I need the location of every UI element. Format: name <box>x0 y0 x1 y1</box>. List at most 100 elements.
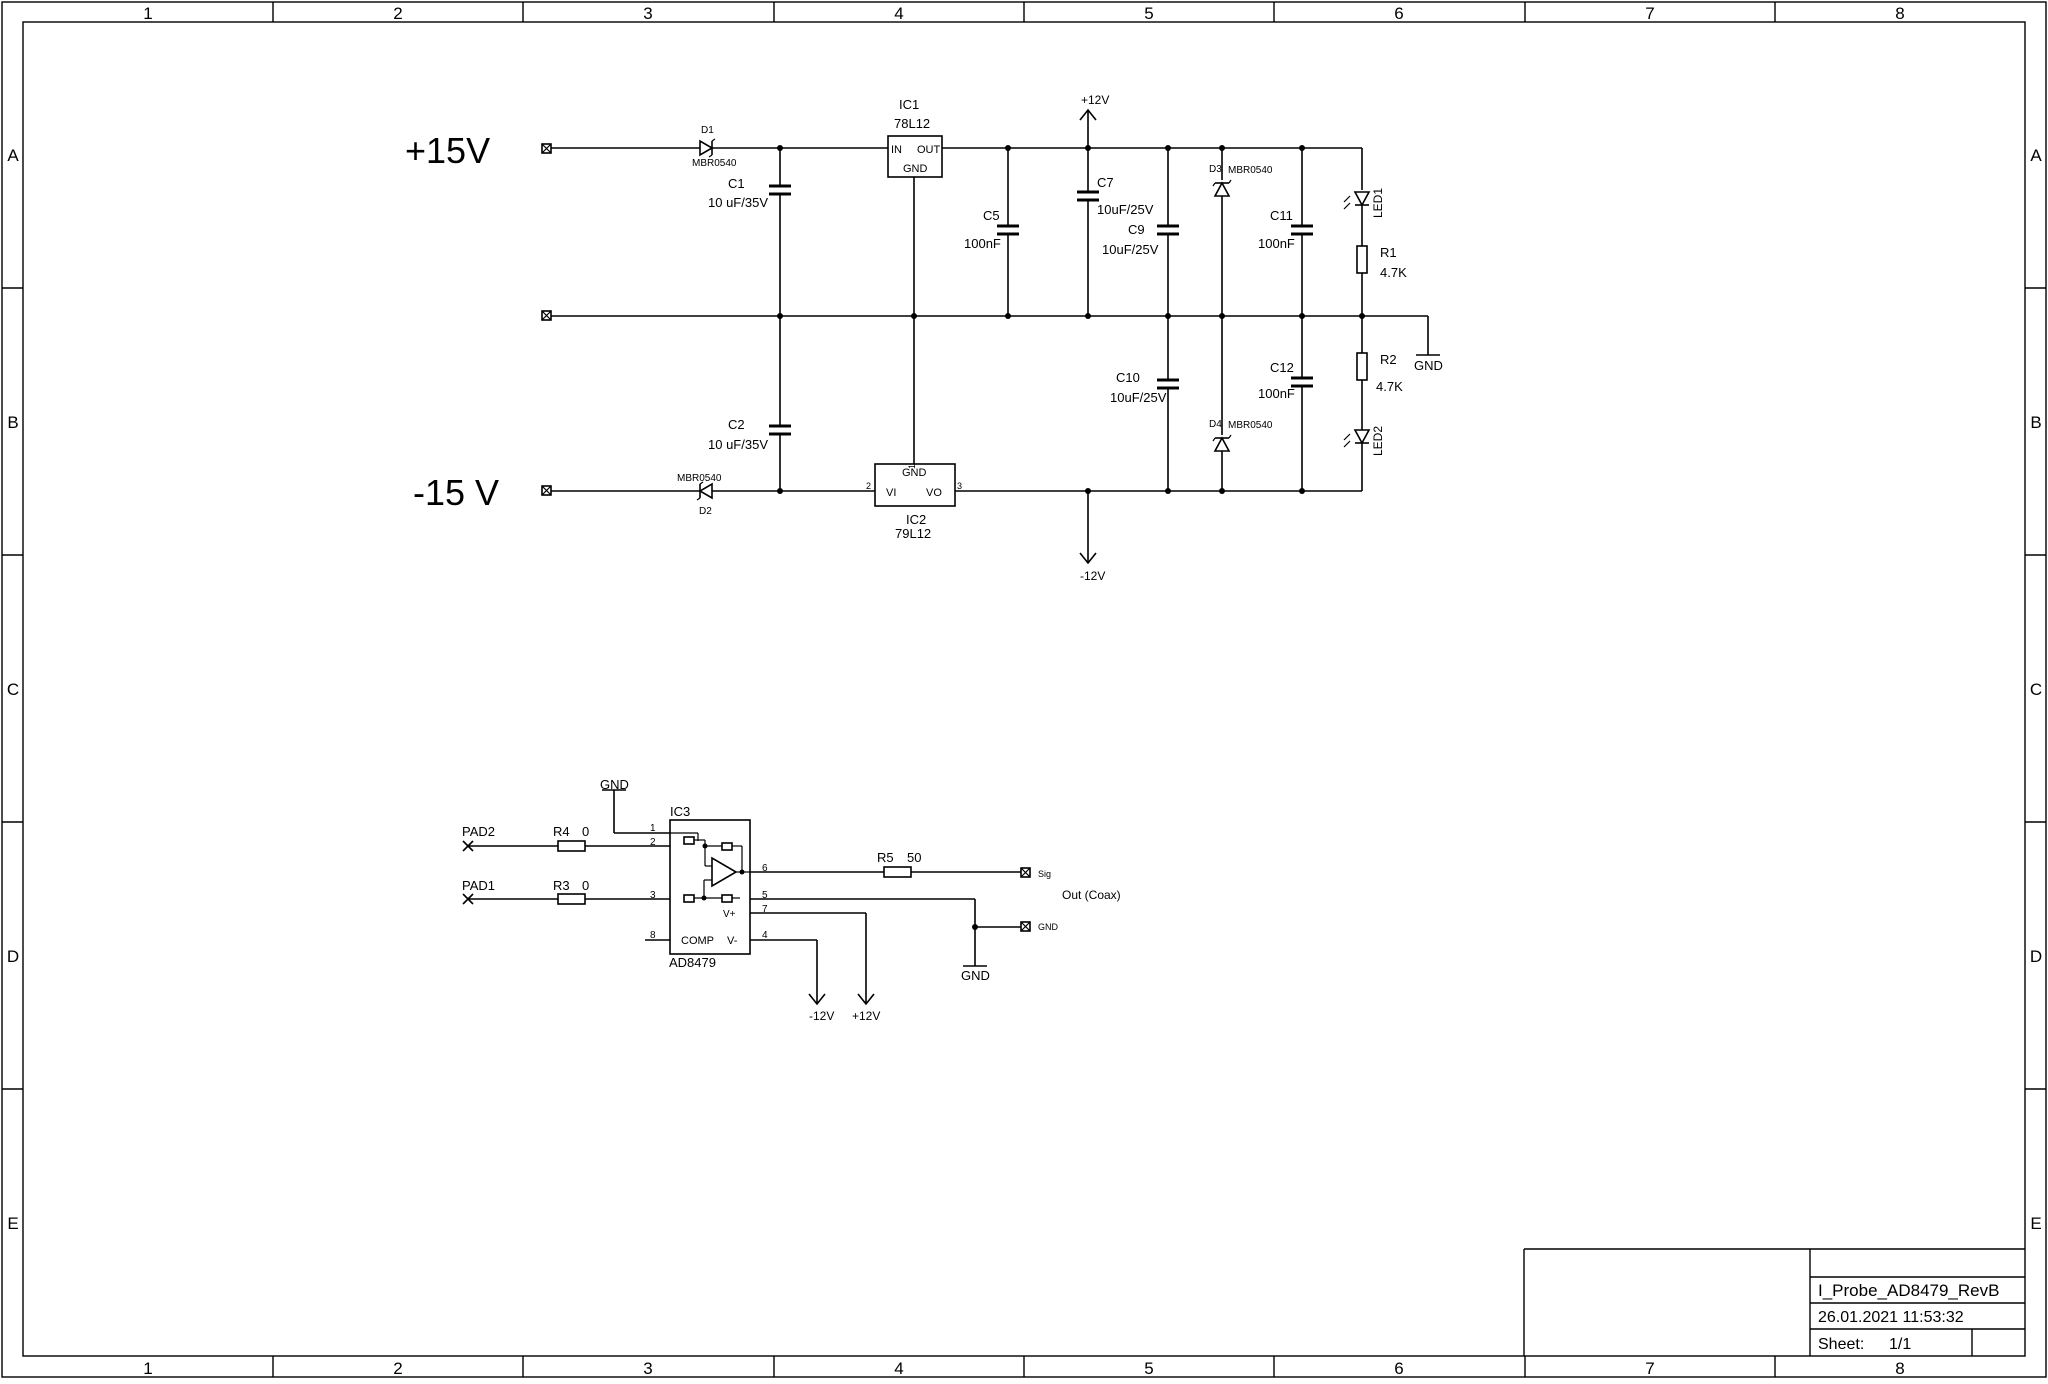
capacitor-c9: C9 10uF/25V <box>1102 222 1179 257</box>
supply-pos12-arrow: +12V <box>1079 93 1109 121</box>
ic2-pin1: 1 <box>907 464 917 469</box>
col-label: 1 <box>143 1359 152 1378</box>
ic1-pin-out: OUT <box>917 144 941 156</box>
col-label: 4 <box>894 4 903 23</box>
ic1-ref: IC1 <box>899 97 919 112</box>
ic3-pin7: 7 <box>762 904 768 915</box>
capacitor-c5: C5 100nF <box>964 208 1019 251</box>
ic3-pin-vneg: V- <box>727 935 738 947</box>
title-block-sheet-label: Sheet: <box>1818 1336 1864 1353</box>
amplifier-section: GND IC3 AD8479 COMP V- V+ <box>462 777 1121 1023</box>
terminal-gnd <box>541 310 552 321</box>
ic2-pin-vo: VO <box>926 487 942 499</box>
column-labels-bottom: 1 2 3 4 5 6 7 8 <box>143 1359 1904 1378</box>
ic3-ref: IC3 <box>670 804 690 819</box>
capacitor-c12: C12 100nF <box>1258 360 1313 401</box>
regulator-ic1: IC1 78L12 IN OUT GND <box>887 97 943 178</box>
resistor-r2: R2 4.7K <box>1356 352 1403 430</box>
col-label: 6 <box>1394 4 1403 23</box>
r4-value: 0 <box>582 824 589 839</box>
ic3-pin6: 6 <box>762 863 768 874</box>
capacitor-c10: C10 10uF/25V <box>1110 370 1179 405</box>
row-label: E <box>7 1214 18 1233</box>
capacitor-c1: C1 10 uF/35V <box>708 176 791 210</box>
resistor-r4: R4 0 <box>553 824 589 852</box>
row-labels-left: A B C D E <box>7 146 19 1233</box>
r2-value: 4.7K <box>1376 379 1403 394</box>
ic1-pin-in: IN <box>891 144 902 156</box>
d1-value: MBR0540 <box>692 158 737 169</box>
col-label: 2 <box>393 1359 402 1378</box>
row-label: A <box>7 146 19 165</box>
c12-ref: C12 <box>1270 360 1294 375</box>
terminal-gnd-out: GND <box>1020 921 1059 932</box>
capacitor-c2: C2 10 uF/35V <box>708 417 791 452</box>
amp-neg12-arrow <box>808 993 826 1006</box>
ic2-pin3: 3 <box>957 481 962 491</box>
r5-value: 50 <box>907 850 921 865</box>
row-label: B <box>7 413 18 432</box>
ic2-pin2: 2 <box>866 481 871 491</box>
ic3-pin8: 8 <box>650 930 656 941</box>
capacitor-c7: C7 10uF/25V <box>1077 175 1154 217</box>
resistor-r5: R5 50 <box>877 850 921 878</box>
d2-value: MBR0540 <box>677 473 722 484</box>
diode-d3: D3 MBR0540 <box>1209 164 1273 197</box>
ic3-value: AD8479 <box>669 955 716 970</box>
title-block-date: 26.01.2021 11:53:32 <box>1818 1309 1964 1326</box>
col-label: 1 <box>143 4 152 23</box>
d3-ref: D3 <box>1209 164 1222 175</box>
col-label: 4 <box>894 1359 903 1378</box>
c10-ref: C10 <box>1116 370 1140 385</box>
col-label: 7 <box>1645 4 1654 23</box>
ic3-pin4: 4 <box>762 930 768 941</box>
ic3-pin3: 3 <box>650 890 656 901</box>
col-label: 7 <box>1645 1359 1654 1378</box>
ic2-value: 79L12 <box>895 526 931 541</box>
c10-value: 10uF/25V <box>1110 390 1167 405</box>
led1-ref: LED1 <box>1371 188 1385 218</box>
neg12-label: -12V <box>1080 569 1105 583</box>
amp-neg12-label: -12V <box>809 1009 834 1023</box>
c2-value: 10 uF/35V <box>708 437 768 452</box>
sig-label: Sig <box>1038 869 1051 879</box>
out-coax-label: Out (Coax) <box>1062 888 1121 902</box>
row-label: A <box>2030 146 2042 165</box>
ic2-ref: IC2 <box>906 512 926 527</box>
resistor-r1: R1 4.7K <box>1356 245 1407 353</box>
title-block-sheet-value: 1/1 <box>1889 1336 1911 1353</box>
r1-value: 4.7K <box>1380 265 1407 280</box>
c9-value: 10uF/25V <box>1102 242 1159 257</box>
r4-ref: R4 <box>553 824 570 839</box>
pos12-label: +12V <box>1081 93 1109 107</box>
row-labels-right: A B C D E <box>2030 146 2042 1233</box>
row-label: D <box>2030 947 2042 966</box>
amp-pos12-label: +12V <box>852 1009 880 1023</box>
c7-value: 10uF/25V <box>1097 202 1154 217</box>
junction-dot <box>972 924 978 930</box>
terminal-pos-15v <box>541 143 552 154</box>
terminal-sig: Sig <box>1020 867 1051 879</box>
c9-ref: C9 <box>1128 222 1145 237</box>
pad2-label: PAD2 <box>462 824 495 839</box>
ic3-pin-comp: COMP <box>681 935 714 947</box>
ic1-value: 78L12 <box>894 116 930 131</box>
ic1-pin-gnd: GND <box>903 163 928 175</box>
resistor-r3: R3 0 <box>553 878 589 905</box>
gnd-label: GND <box>1414 358 1443 373</box>
power-supply-section: +15V -15 V D1 <box>405 93 1443 583</box>
amplifier-ic3: IC3 AD8479 COMP V- V+ <box>669 804 751 970</box>
c11-ref: C11 <box>1270 208 1293 223</box>
row-label: C <box>7 680 19 699</box>
r5-ref: R5 <box>877 850 894 865</box>
ic3-pin2: 2 <box>650 837 656 848</box>
d2-ref: D2 <box>699 506 712 517</box>
c12-value: 100nF <box>1258 386 1295 401</box>
col-label: 8 <box>1895 1359 1904 1378</box>
ic3-pin1: 1 <box>650 823 656 834</box>
col-label: 3 <box>643 1359 652 1378</box>
c5-ref: C5 <box>983 208 1000 223</box>
